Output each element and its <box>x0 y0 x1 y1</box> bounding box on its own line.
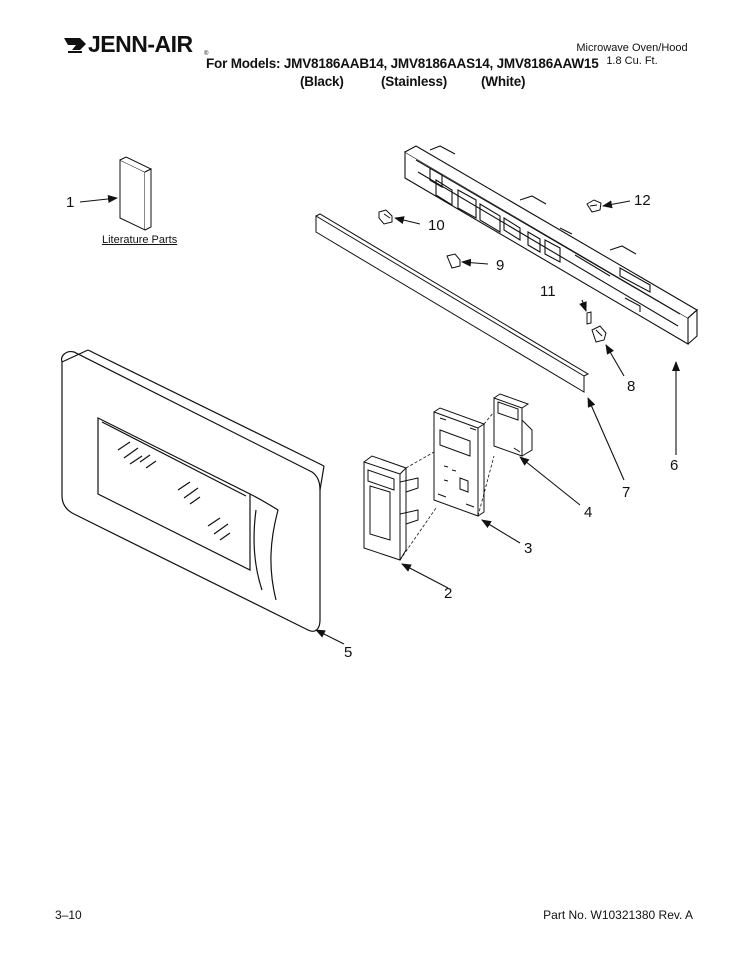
callout-8: 8 <box>627 378 635 395</box>
finish-stainless: (Stainless) <box>381 74 448 89</box>
callout-11: 11 <box>540 283 556 300</box>
clip-part-11 <box>586 311 592 325</box>
callout-10: 10 <box>428 217 445 234</box>
part-number: Part No. W10321380 Rev. A <box>543 908 693 922</box>
finish-black: (Black) <box>300 74 344 89</box>
callout-3: 3 <box>524 540 532 557</box>
callout-12: 12 <box>634 192 651 209</box>
product-name: Microwave Oven/Hood <box>576 42 688 54</box>
jenn-air-logo: JENN-AIR ® <box>64 31 209 57</box>
svg-text:®: ® <box>204 50 209 57</box>
callout-2: 2 <box>444 585 452 602</box>
callout-9: 9 <box>496 257 504 274</box>
electronic-control-board-part <box>433 407 486 517</box>
door-assembly-part <box>61 349 325 632</box>
callout-4: 4 <box>584 504 592 521</box>
product-capacity: 1.8 Cu. Ft. <box>606 55 658 67</box>
control-housing-part <box>363 455 419 561</box>
page-number: 3–10 <box>55 908 82 922</box>
control-panel-frame-part <box>404 145 698 345</box>
literature-parts-label: Literature Parts <box>102 234 178 246</box>
callout-5: 5 <box>344 644 352 661</box>
clip-part-12 <box>586 199 602 213</box>
display-module-part <box>493 393 533 457</box>
clip-part-8 <box>591 325 607 343</box>
keypad-overlay-strip-part <box>315 213 590 393</box>
models-title: For Models: JMV8186AAB14, JMV8186AAS14, … <box>206 56 599 71</box>
clip-part-9 <box>446 253 461 269</box>
callout-1: 1 <box>66 194 74 211</box>
clip-part-10 <box>378 209 393 225</box>
callout-7: 7 <box>622 484 630 501</box>
callout-6: 6 <box>670 457 678 474</box>
literature-booklet-part <box>119 156 153 231</box>
finish-white: (White) <box>481 74 526 89</box>
brand-name: JENN-AIR <box>88 31 194 57</box>
